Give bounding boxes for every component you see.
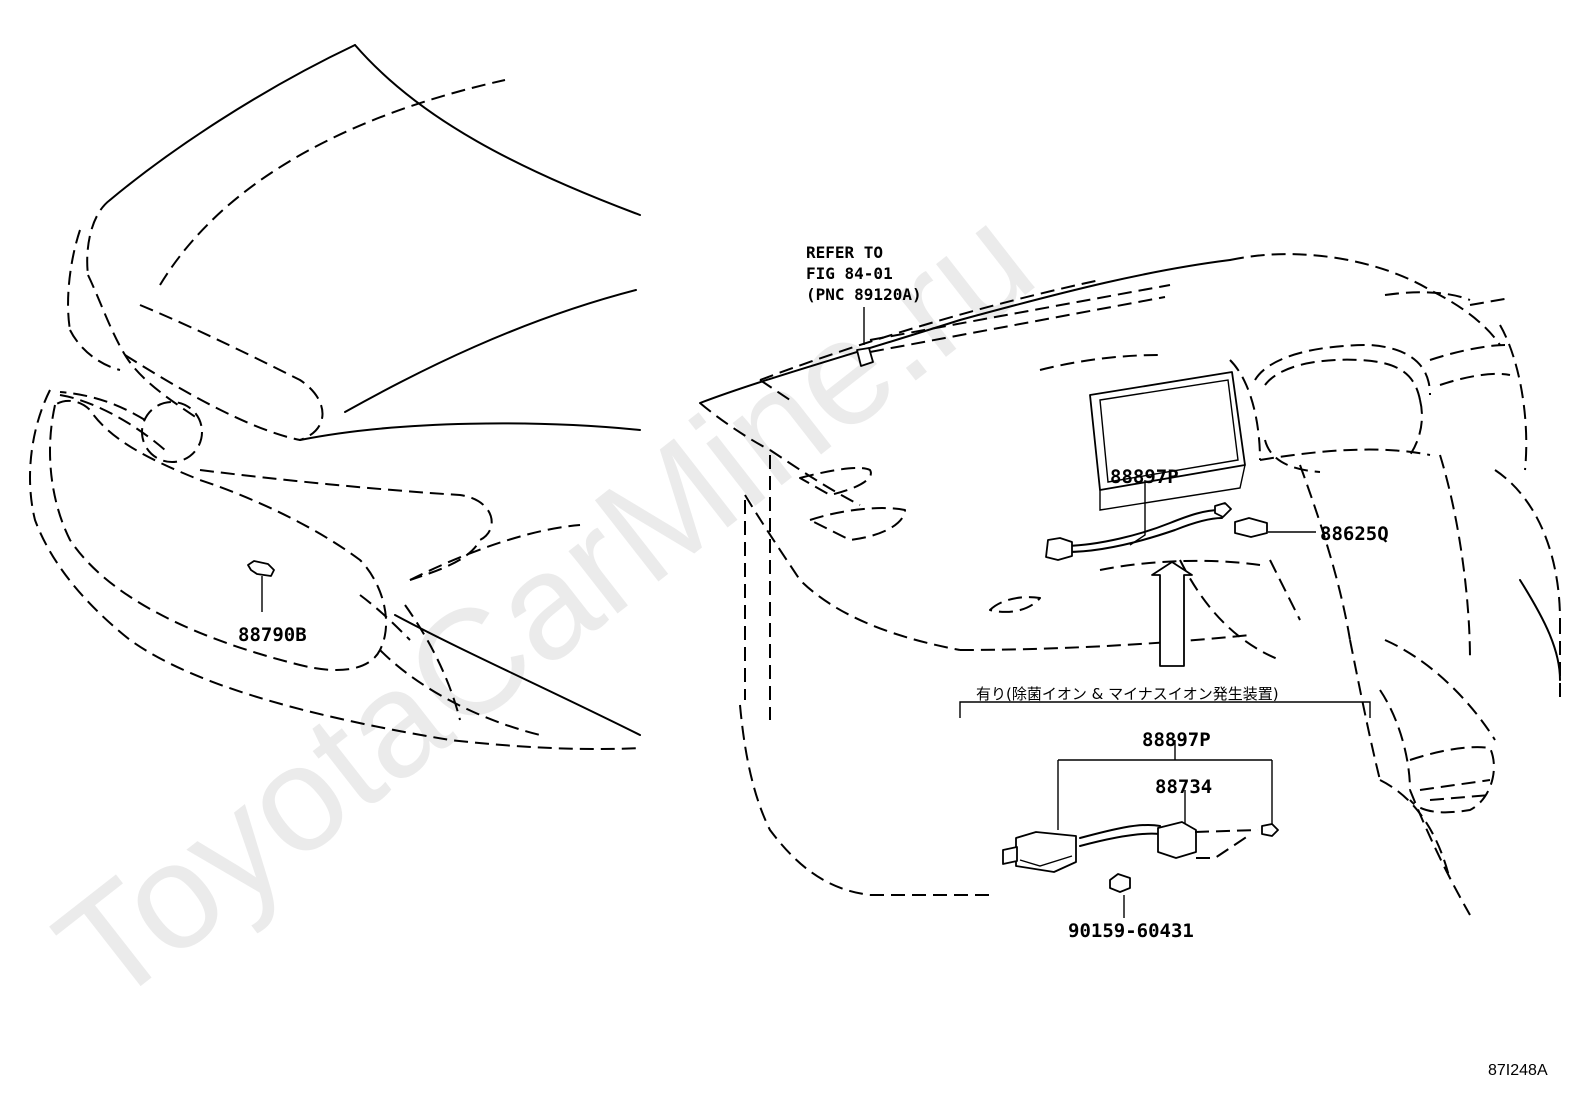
label-88897p-detail: 88897P	[1142, 729, 1211, 751]
label-refer-line2: FIG 84-01	[806, 264, 893, 283]
front-bumper-drawing	[29, 44, 641, 751]
leader-lines	[856, 307, 1316, 546]
label-88897p-top: 88897P	[1110, 466, 1179, 488]
figure-code: 87I248A	[1488, 1062, 1548, 1079]
label-refer-line3: (PNC 89120A)	[806, 285, 922, 304]
label-88734: 88734	[1155, 776, 1212, 798]
variant-detail	[959, 701, 1371, 918]
dashboard-drawing	[699, 253, 1561, 916]
label-refer-line1: REFER TO	[806, 243, 883, 262]
label-88790b: 88790B	[238, 624, 307, 646]
label-88625q: 88625Q	[1320, 523, 1389, 545]
label-90159-60431: 90159-60431	[1068, 920, 1194, 942]
variant-note: 有り(除菌イオン & マイナスイオン発生装置)	[976, 685, 1279, 703]
